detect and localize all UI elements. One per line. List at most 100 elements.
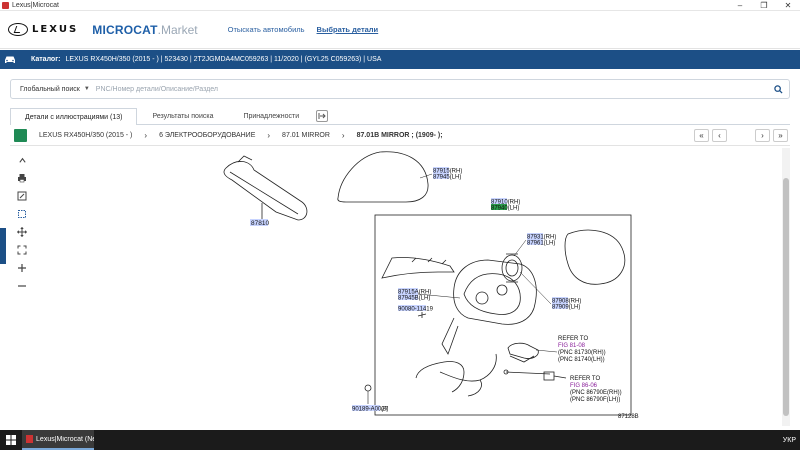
screw-drawing [417,312,427,318]
tab-illustrated-parts[interactable]: Детали с иллюстрациями (13) [10,108,138,125]
callout-87910-bg [491,198,507,204]
next-page-button[interactable]: › [755,129,770,142]
callout-87810[interactable] [250,219,268,226]
catalog-label: Каталог: [31,56,61,63]
maximize-button[interactable]: ❐ [760,0,768,10]
first-page-button[interactable]: « [694,129,709,142]
refer-2-title: REFER TO [570,376,600,382]
tab-label: Детали с иллюстрациями (13) [25,113,123,121]
callout-87931[interactable]: 87931(RH) [527,235,556,241]
refresh-icon[interactable] [14,129,27,142]
brand-name: MICROCAT [92,22,158,37]
clip-drawing [364,384,372,392]
callout-87940-bg [491,204,507,210]
refer-1-pnc-lh: (PNC 81740(LH)) [558,357,605,363]
callout-87940[interactable]: 87940(LH) [491,206,519,212]
lexus-wordmark: LEXUS [32,24,79,35]
search-icon[interactable] [770,81,786,97]
callout-87909[interactable]: 87909(LH) [552,305,580,311]
tab-label: Результаты поиска [152,113,214,120]
brand-suffix: .Market [157,22,198,37]
callout-87945b-bg [398,294,418,300]
callout-87915a-bg [398,288,418,294]
callout-87945b[interactable]: 87945B(LH) [398,296,430,302]
refer-1-fig[interactable]: FIG 81-08 [558,343,586,349]
search-input[interactable] [95,85,770,93]
callout-87961[interactable]: 87961(LH) [527,241,555,247]
mirror-body-drawing [415,259,537,397]
parts-illustration[interactable]: 87810 87915(RH) 87945(LH) 87910(RH) 8794… [40,148,780,426]
turn-lamp-drawing [507,342,539,363]
outer-cover-drawing [337,151,429,203]
callout-90080-11419[interactable]: 90080-11419 [398,307,434,313]
tab-accessories[interactable]: Принадлежности [228,108,314,124]
nav-find-vehicle[interactable]: Отыскать автомобиль [227,25,305,34]
callout-clip-bg [352,405,380,411]
breadcrumb-item-group[interactable]: 6 ЭЛЕКТРООБОРУДОВАНИЕ [159,132,256,139]
callout-87909-bg [552,303,568,309]
callout-87915a[interactable]: 87915A(RH) [398,290,431,296]
callout-87915-bg [433,167,449,173]
window-titlebar: Lexus|Microcat – ❐ ✕ [0,0,800,11]
callout-87961-bg [527,239,543,245]
minimize-button[interactable]: – [737,0,743,10]
taskbar-app-label: Lexus|Microcat (Ne... [36,435,94,443]
zoom-in-icon[interactable] [14,260,30,276]
callout-90189-a0027[interactable]: 90189-A0027 [352,407,389,413]
callout-clip-qty: (8) [381,407,388,413]
callout-87915[interactable]: 87915(RH) [433,169,462,175]
tab-search-results[interactable]: Результаты поиска [137,108,228,124]
callout-87945[interactable]: 87945(LH) [433,175,461,181]
refer-2-pnc-lh: (PNC 86790F(LH)) [570,397,620,403]
callout-87908[interactable]: 87908(RH) [552,299,581,305]
callout-87910[interactable]: 87910(RH) [491,200,520,206]
export-icon[interactable] [316,110,329,122]
brand-header: LEXUS MICROCAT .Market Отыскать автомоби… [0,11,800,49]
callout-screw-bg [398,305,426,311]
breadcrumb-item-subgroup[interactable]: 87.01 MIRROR [282,132,330,139]
chevron-right-icon: › [144,131,148,140]
breadcrumb: LEXUS RX450H/350 (2015 - ) › 6 ЭЛЕКТРООБ… [10,126,790,146]
breadcrumb-item-model[interactable]: LEXUS RX450H/350 (2015 - ) [39,132,133,139]
illustration-number: 87128B [618,414,639,420]
select-area-icon[interactable] [14,206,30,222]
mirror-glass-drawing [564,229,626,285]
side-panel-toggle[interactable] [0,228,6,264]
callout-87945-bg [433,173,449,179]
edit-image-icon[interactable] [14,188,30,204]
refer-2-pnc-rh: (PNC 86790E(RH)) [570,390,622,396]
search-type-select[interactable]: Глобальный поиск [20,85,80,93]
refer-2-fig[interactable]: FIG 86-06 [570,383,598,389]
close-button[interactable]: ✕ [784,0,792,10]
chevron-right-icon: › [267,131,271,140]
last-page-button[interactable]: » [773,129,788,142]
zoom-out-icon[interactable] [14,278,30,294]
chevron-down-icon[interactable]: ▼ [83,86,90,92]
nav-select-parts[interactable]: Выбрать детали [316,25,379,34]
tab-label: Принадлежности [243,113,300,120]
drawing-toolbar [14,152,30,296]
refer-1-title: REFER TO [558,336,588,342]
car-icon[interactable] [3,50,17,69]
prev-page-button[interactable]: ‹ [712,129,727,142]
fit-screen-icon[interactable] [14,242,30,258]
vertical-scrollbar[interactable] [782,148,790,426]
taskbar-app-item[interactable]: Lexus|Microcat (Ne... [22,430,94,450]
actuator-drawing [501,253,523,283]
assembly-frame [374,214,632,416]
windows-start-icon[interactable] [0,430,22,450]
global-search: Глобальный поиск ▼ [10,79,790,99]
keyboard-layout-indicator[interactable]: УКР [782,436,796,444]
collapse-icon[interactable] [14,152,30,168]
app-icon [26,435,34,443]
window-title: Lexus|Microcat [12,1,59,9]
pan-icon[interactable] [14,224,30,240]
catalog-bar: Каталог: LEXUS RX450H/350 (2015 - ) | 52… [0,50,800,69]
scrollbar-thumb[interactable] [783,178,789,416]
os-taskbar: Lexus|Microcat (Ne... УКР [0,430,800,450]
print-icon[interactable] [14,170,30,186]
breadcrumb-item-current: 87.01B MIRROR ; (1909- ); [356,132,443,139]
pager-gap [730,129,752,142]
callout-87810-label[interactable]: 87810 [251,220,269,227]
tab-strip: Детали с иллюстрациями (13) Результаты п… [10,108,790,125]
